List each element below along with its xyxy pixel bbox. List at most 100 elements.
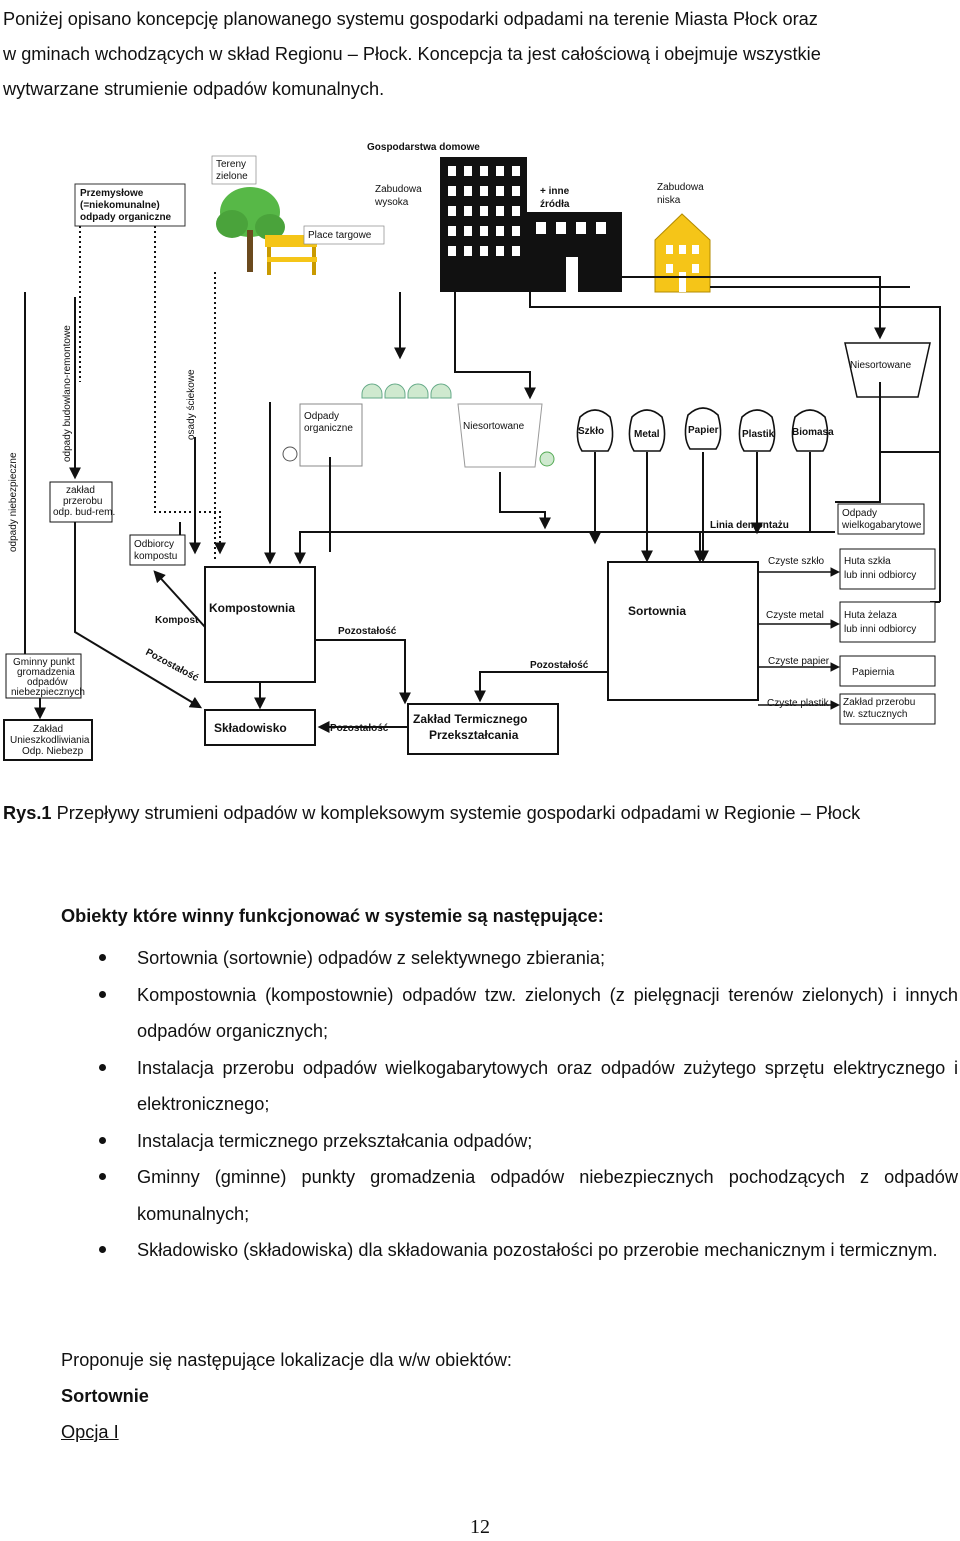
bag-label-plastic: Plastik xyxy=(742,429,775,440)
bullet-icon xyxy=(99,1136,106,1144)
compost-buyers-label: kompostu xyxy=(134,551,177,562)
paper-bag-icon xyxy=(684,407,722,450)
list-item-text: Instalacja termicznego przekształcania o… xyxy=(137,1130,533,1151)
other-sources-label: + inne xyxy=(540,186,570,197)
glass-bag-icon xyxy=(576,409,614,452)
organic-container-icon xyxy=(299,403,363,467)
ironworks-label: lub inni odbiorcy xyxy=(844,624,916,635)
hazard-point-label: odpadów xyxy=(27,677,68,688)
neutralization-label: Unieszkodliwiania xyxy=(10,735,90,746)
bag-label-glass: Szkło xyxy=(578,426,604,437)
industrial-label: odpady organiczne xyxy=(80,212,172,223)
list-item-text: Sortownia (sortownie) odpadów z selektyw… xyxy=(137,948,606,968)
list-item: Sortownia (sortownie) odpadów z selektyw… xyxy=(61,940,958,977)
green-areas-label: Tereny xyxy=(216,159,246,170)
ironworks-label: Huta żelaza xyxy=(844,610,897,621)
unsorted-right-label: Niesortowane xyxy=(850,360,912,371)
hazard-point-label: niebezpiecznych xyxy=(11,687,85,698)
list-item-text: Gminny (gminne) punkty gromadzenia odpad… xyxy=(137,1167,958,1224)
tree-icon xyxy=(216,187,285,272)
intro-line: Poniżej opisano koncepcję planowanego sy… xyxy=(3,9,818,29)
construction-plant-label: przerobu xyxy=(63,496,102,507)
clean-plastic-label: Czyste plastik xyxy=(767,698,830,709)
hazard-point-label: Gminny punkt xyxy=(13,657,75,668)
list-item: Składowisko (składowiska) dla składowani… xyxy=(61,1232,958,1269)
low-building-label: niska xyxy=(657,195,681,206)
list-item-text: Instalacja przerobu odpadów wielkogabary… xyxy=(137,1057,958,1115)
bulky-label: wielkogabarytowe xyxy=(841,520,922,531)
intro-line: wytwarzane strumienie odpadów komunalnyc… xyxy=(3,79,385,99)
intro-line: w gminach wchodzących w skład Regionu – … xyxy=(3,44,821,64)
green-areas-label: zielone xyxy=(216,171,248,182)
list-item: Instalacja przerobu odpadów wielkogabary… xyxy=(61,1050,958,1123)
industrial-label: Przemysłowe xyxy=(80,188,144,199)
caption-text: Przepływy strumieni odpadów w kompleksow… xyxy=(51,803,861,823)
waste-flow-diagram: Gospodarstwa domowe Tereny zi xyxy=(3,142,941,761)
objects-list: Sortownia (sortownie) odpadów z selektyw… xyxy=(61,940,958,1269)
glassworks-label: Huta szkła xyxy=(844,556,891,567)
clean-metal-label: Czyste metal xyxy=(766,610,824,621)
bullet-icon xyxy=(99,1246,106,1253)
glassworks-label: lub inni odbiorcy xyxy=(844,570,916,581)
caption-lead: Rys.1 xyxy=(3,803,52,823)
plastic-bag-icon xyxy=(738,409,776,452)
bullet-icon xyxy=(99,990,106,998)
apartment-building-icon xyxy=(440,157,622,292)
bullet-icon xyxy=(99,1063,106,1071)
clean-paper-label: Czyste papier xyxy=(768,656,830,667)
compost-output-label: Kompost xyxy=(155,615,199,626)
construction-plant-label: zakład xyxy=(66,485,95,496)
households-label: Gospodarstwa domowe xyxy=(367,142,480,153)
bulky-label: Odpady xyxy=(842,508,877,519)
markets-label: Place targowe xyxy=(308,230,372,241)
papermill-label: Papiernia xyxy=(852,667,895,678)
clean-glass-label: Czyste szkło xyxy=(768,556,825,567)
unsorted-mid-label: Niesortowane xyxy=(463,421,525,432)
organic-label: Odpady xyxy=(304,411,339,422)
hazard-point-label: gromadzenia xyxy=(17,667,75,678)
objects-heading: Obiekty które winny funkcjonować w syste… xyxy=(61,906,604,926)
other-sources-label: źródła xyxy=(540,199,570,210)
composting-plant-label: Kompostownia xyxy=(209,601,295,615)
figure-caption: Rys.1 Przepływy strumieni odpadów w komp… xyxy=(3,795,958,831)
low-building-label: Zabudowa xyxy=(657,182,704,193)
residue-label: Pozostałość xyxy=(530,660,589,671)
construction-waste-label: odpady budowlano-remontowe xyxy=(62,325,73,462)
bullet-icon xyxy=(99,954,106,961)
unsorted-container-icon xyxy=(844,342,931,398)
section-heading-sortownie: Sortownie xyxy=(61,1386,149,1406)
high-building-label: Zabudowa xyxy=(375,184,422,195)
compost-buyers-label: Odbiorcy xyxy=(134,539,174,550)
high-building-label: wysoka xyxy=(374,197,409,208)
list-item-text: Kompostownia (kompostownie) odpadów tzw.… xyxy=(137,984,958,1042)
hazardous-waste-label: odpady niebezpieczne xyxy=(8,452,19,552)
list-item: Kompostownia (kompostownie) odpadów tzw.… xyxy=(61,977,958,1050)
thermal-plant-label: Przekształcania xyxy=(429,728,519,742)
thermal-plant-label: Zakład Termicznego xyxy=(413,712,527,726)
bag-label-biomass: Biomasa xyxy=(792,427,834,438)
bullet-icon xyxy=(99,1173,106,1180)
sorting-plant-label: Sortownia xyxy=(628,604,686,618)
page-number: 12 xyxy=(470,1516,490,1538)
plastics-plant-label: Zakład przerobu xyxy=(843,697,915,708)
option-heading: Opcja I xyxy=(61,1422,119,1442)
neutralization-label: Odp. Niebezp xyxy=(22,746,84,757)
unsorted-bin-icon xyxy=(457,403,543,468)
proposal-text: Proponuje się następujące lokalizacje dl… xyxy=(61,1350,512,1370)
industrial-label: (=niekomunalne) xyxy=(80,200,160,211)
biomass-bag-icon xyxy=(791,409,829,452)
bag-label-paper: Papier xyxy=(688,425,719,436)
residue-label: Pozostałość xyxy=(338,626,397,637)
construction-plant-label: odp. bud-rem. xyxy=(53,507,115,518)
bag-label-metal: Metal xyxy=(634,429,660,440)
dismantling-label: Linia demontażu xyxy=(710,520,789,531)
plastics-plant-label: tw. sztucznych xyxy=(843,709,907,720)
house-icon xyxy=(654,213,711,293)
residue-label: Pozostałość xyxy=(330,723,389,734)
list-item: Gminny (gminne) punkty gromadzenia odpad… xyxy=(61,1159,958,1232)
apple-icon xyxy=(539,451,555,467)
compost-bins-icon xyxy=(361,383,452,399)
apple-icon xyxy=(282,446,298,462)
landfill-label: Składowisko xyxy=(214,721,287,735)
organic-label: organiczne xyxy=(304,423,353,434)
